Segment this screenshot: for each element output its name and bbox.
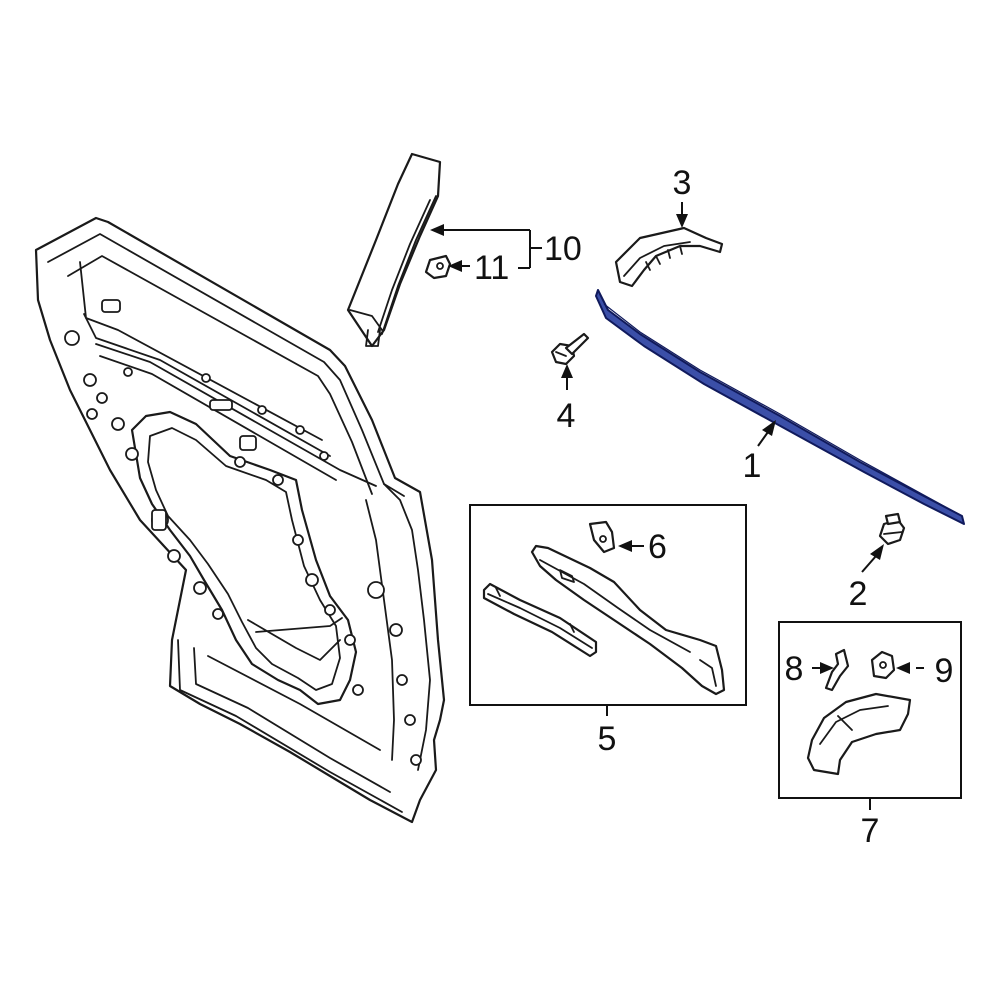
part-11-clip bbox=[424, 254, 452, 280]
callout-4: 4 bbox=[557, 397, 576, 435]
part-2-clip bbox=[878, 512, 906, 546]
part-10-applique bbox=[346, 152, 442, 348]
part-9-nut bbox=[870, 650, 896, 680]
part-4-bolt bbox=[550, 332, 590, 366]
callout-8: 8 bbox=[785, 650, 804, 688]
callout-10: 10 bbox=[544, 230, 582, 268]
callout-9: 9 bbox=[935, 652, 954, 690]
callout-5: 5 bbox=[598, 720, 617, 758]
leader-lines bbox=[430, 202, 924, 810]
callout-3: 3 bbox=[673, 164, 692, 202]
door-shell bbox=[34, 216, 446, 824]
part-7-group-box bbox=[778, 621, 962, 799]
part-8-clip bbox=[824, 648, 850, 692]
part-3-bracket bbox=[614, 226, 724, 288]
callout-6: 6 bbox=[648, 528, 667, 566]
callout-2: 2 bbox=[849, 575, 868, 613]
callout-7: 7 bbox=[861, 812, 880, 850]
part-1-moulding bbox=[595, 289, 965, 525]
callout-11: 11 bbox=[474, 249, 509, 287]
part-5-group-box bbox=[469, 504, 747, 706]
callout-1: 1 bbox=[743, 447, 762, 485]
part-6-bracket bbox=[588, 520, 616, 554]
